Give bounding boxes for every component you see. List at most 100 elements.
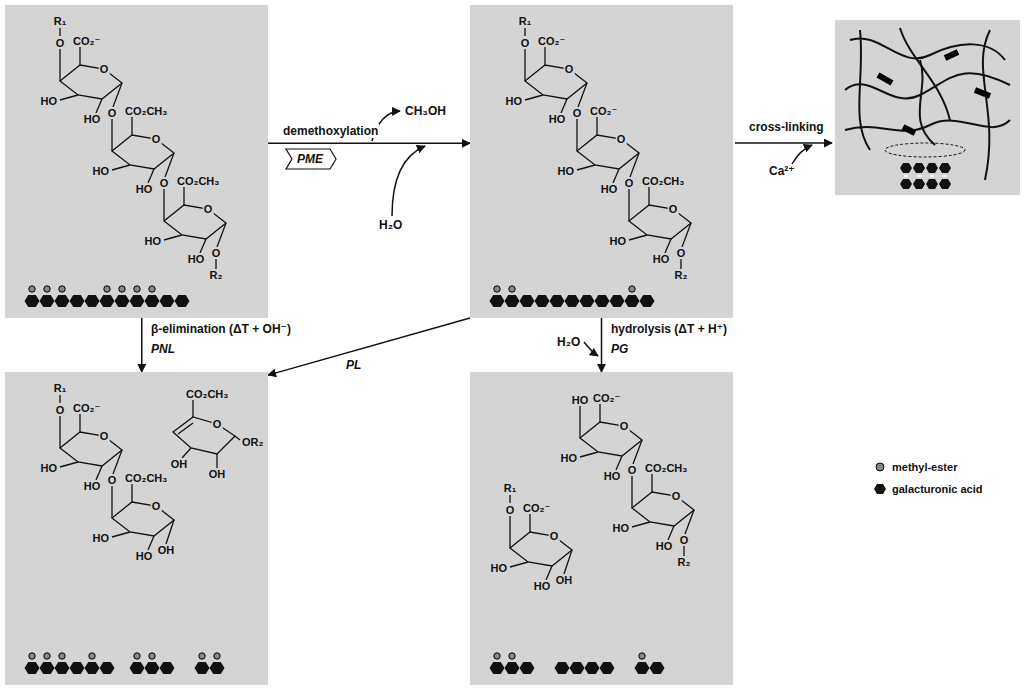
egg-box-zone (885, 143, 965, 157)
atom-label: O (99, 430, 110, 442)
galacturonic-bead (25, 662, 40, 674)
galacturonic-bead (70, 295, 85, 307)
calcium-ion (930, 175, 934, 177)
galacturonic-bead (610, 295, 625, 307)
methyl-ester-dot (104, 286, 110, 292)
pectin-chain (859, 30, 870, 150)
edge-label: hydrolysis (ΔT + H⁺) (610, 322, 728, 336)
bond-line (59, 395, 60, 403)
bond-line (648, 187, 649, 205)
bond-line (561, 99, 567, 113)
methyl-ester-dot (149, 286, 155, 292)
atom-label: HO (571, 394, 590, 406)
methyl-ester-dot (509, 653, 515, 659)
reaction-arrow (268, 143, 470, 145)
edge-label: β-elimination (ΔT + OH⁻) (150, 322, 292, 336)
bond-line (113, 83, 122, 107)
atom-label: R₁ (503, 482, 518, 494)
edge-label: demethoxylation (282, 124, 379, 138)
bond-line (111, 119, 112, 151)
bond-line (131, 484, 132, 502)
sugar-ring (112, 135, 174, 169)
atom-label: HO (557, 165, 576, 177)
atom-label: O (211, 247, 222, 259)
atom-label: HO (548, 113, 567, 125)
methyl-ester-dot (494, 286, 500, 292)
galacturonic-bead (900, 163, 912, 173)
galacturonic-sample (874, 484, 886, 494)
enzyme-name: PG (610, 342, 629, 356)
bond-line (596, 117, 597, 135)
galacturonic-bead (585, 662, 600, 674)
atom-label: R₂ (209, 269, 224, 281)
methyl-ester-dot (59, 653, 65, 659)
galacturonic-bead (565, 295, 580, 307)
galacturonic-bead (913, 163, 925, 173)
bond-line (680, 259, 681, 269)
methyl-ester-dot (29, 653, 35, 659)
atom-label: CO₂⁻ (72, 402, 101, 414)
atom-label: HO (600, 183, 619, 195)
methyl-ester-dot (29, 286, 35, 292)
product-name: CH₃OH (404, 104, 447, 118)
water-input-arrow (392, 146, 425, 216)
galacturonic-bead (635, 662, 650, 674)
sugar-ring (577, 135, 639, 169)
galacturonic-bead (580, 295, 595, 307)
legend-samples (874, 463, 886, 494)
atom-label: O (627, 464, 638, 476)
atom-label: O (616, 133, 627, 145)
galacturonic-bead (55, 662, 70, 674)
bond-line (148, 169, 154, 183)
bond-line (148, 536, 154, 550)
methyl-ester-dot (494, 653, 500, 659)
bond-line (665, 239, 671, 253)
reagent-name: H₂O (556, 335, 581, 349)
atom-label: O (107, 474, 118, 486)
atom-label: HO (92, 165, 111, 177)
galacturonic-bead (505, 662, 520, 674)
atom-label: O (505, 504, 516, 516)
galacturonic-bead (130, 662, 145, 674)
galacturonic-bead (145, 662, 160, 674)
process-name: cross-linking (748, 120, 825, 134)
methyl-ester-dot (214, 653, 220, 659)
atom-label: O (671, 490, 682, 502)
structure-panel: R₁OCO₂⁻OHOHOOCO₂CH₃OHOHOOCO₂CH₃OHOHOOR₂ (5, 5, 268, 318)
atom-label: O (55, 37, 66, 49)
galacturonic-bead (913, 179, 925, 189)
bond-line (192, 400, 193, 417)
calcium-ion (904, 175, 908, 177)
atom-label: O (564, 63, 575, 75)
bond-line (632, 522, 650, 527)
galacturonic-bead (939, 179, 951, 189)
pectin-chain (845, 120, 1010, 131)
reaction-arrow (268, 318, 470, 375)
bond-line (544, 47, 545, 65)
atom-label: R₂ (677, 556, 692, 568)
bond-line (183, 187, 184, 205)
sugar-ring (164, 205, 226, 239)
galacturonic-bead (939, 163, 951, 173)
methyl-ester-dot (199, 653, 205, 659)
methyl-ester-dot (59, 286, 65, 292)
sugar-ring (60, 65, 122, 99)
atom-label: R₂ (674, 269, 689, 281)
sugar-structure (470, 5, 733, 318)
atom-label: O (55, 404, 66, 416)
galacturonic-bead (900, 179, 912, 189)
bond-line (509, 516, 510, 548)
bond-line (524, 49, 525, 81)
bond-line (96, 99, 102, 113)
bond-line (525, 95, 543, 100)
methyl-ester-dot (119, 286, 125, 292)
galacturonic-bead (535, 295, 550, 307)
galacturonic-bead (145, 295, 160, 307)
atom-label: HO (187, 253, 206, 265)
junction-zone (903, 127, 915, 133)
sugar-ring (629, 205, 691, 239)
bond-line (112, 165, 130, 170)
legend-text: galacturonic acid (892, 482, 982, 496)
atom-label: HO (135, 183, 154, 195)
atom-label: O (624, 177, 635, 189)
